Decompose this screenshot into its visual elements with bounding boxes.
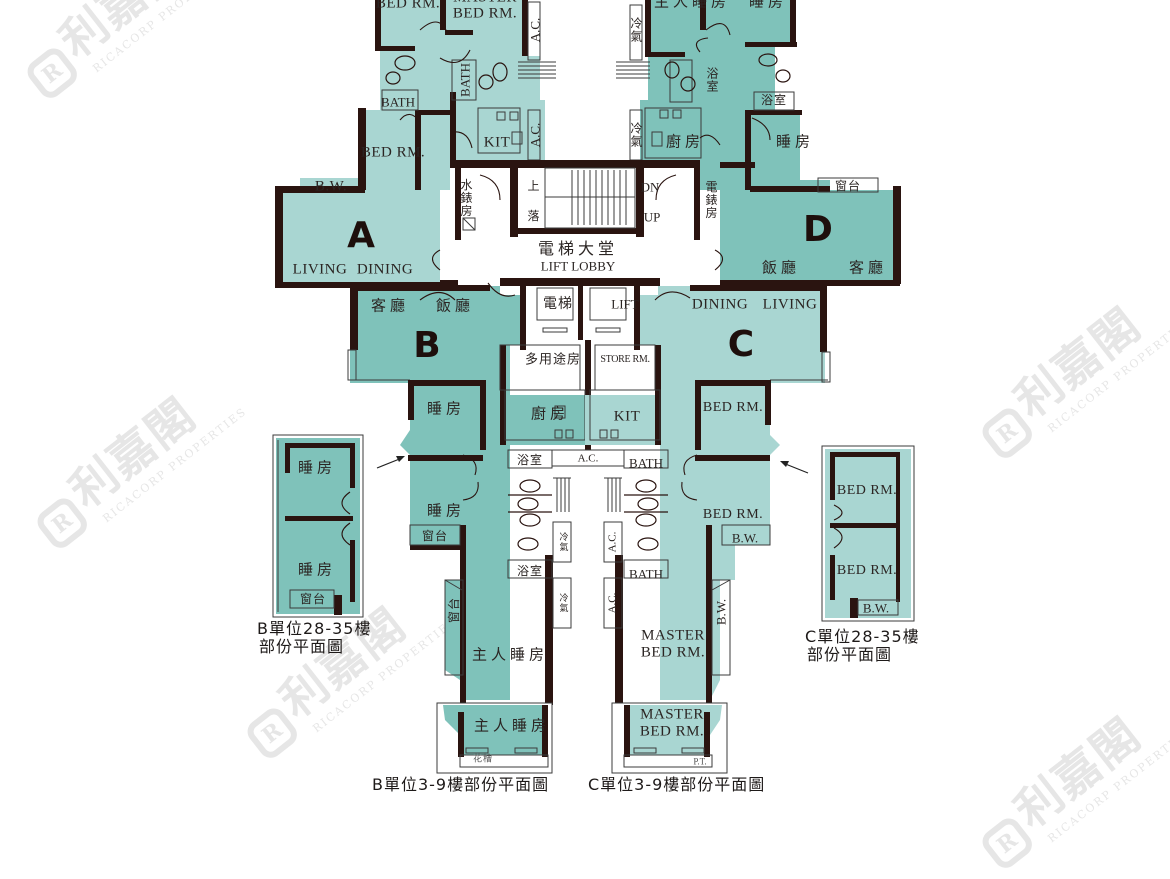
unit-a-dining-label: DINING — [356, 261, 414, 278]
unit-c-side-bw-label: B.W. — [713, 598, 729, 626]
unit-a-master-label: MASTER — [453, 0, 517, 6]
inset-c-upper — [821, 445, 915, 622]
inset-c-bedroom-label: BED RM. — [836, 483, 898, 498]
unit-c-bedroom-label-2: BED RM. — [702, 507, 764, 522]
inset-b-lower-room-label: 主人睡房 — [473, 716, 551, 735]
lift-lobby-label: LIFT LOBBY — [540, 258, 616, 274]
lift-label: LIFT — [611, 296, 639, 312]
unit-c-bath-label-2: BATH — [629, 566, 663, 582]
unit-b-kitchen-label: 廚房 — [530, 404, 570, 423]
unit-b-side-bay-label: 窗台 — [447, 596, 461, 624]
unit-a-living-label: LIVING — [292, 261, 348, 278]
inset-c-lower — [611, 702, 728, 774]
floor-plan-drawing: .la{fill:#a9d6d2;} .dk{fill:#7fc2ba;} .w… — [272, 0, 915, 774]
unit-b-master-bedroom-label: 主人睡房 — [471, 645, 549, 664]
unit-a-bedroom-label: BED RM. — [360, 144, 426, 161]
inset-c-lower-caption: C單位3-9樓部份平面圖 — [588, 775, 766, 794]
inset-c-caption: C單位28-35樓 部份平面圖 — [805, 627, 920, 665]
unit-b-bay-window-label: 窗台 — [421, 529, 449, 543]
inset-b-lower-caption: B單位3-9樓部份平面圖 — [372, 775, 550, 794]
unit-c-master-label-2: BED RM. — [640, 644, 706, 661]
unit-c-bedroom-label: BED RM. — [702, 400, 764, 415]
unit-c-bw-label: B.W. — [731, 530, 759, 546]
unit-b — [347, 282, 607, 705]
unit-a-bw-label: B.W. — [314, 178, 348, 195]
arrow-icon — [376, 456, 809, 474]
unit-d-dining-label: 飯廳 — [761, 258, 801, 277]
unit-c-living-label: LIVING — [762, 296, 818, 313]
stair-down-label-zh: 落 — [527, 209, 541, 223]
unit-b-letter: B — [413, 325, 441, 366]
unit-d-bath-label-2: 浴室 — [760, 93, 788, 107]
unit-c — [551, 285, 831, 705]
unit-b-bath-label-2: 浴室 — [516, 564, 544, 578]
unit-c-dining-label: DINING — [691, 296, 749, 313]
unit-d-master-label: 主人睡房 — [653, 0, 731, 11]
electric-meter-room-label: 電錶房 — [704, 180, 718, 220]
unit-d-ac-label: 冷氣 — [629, 17, 643, 43]
unit-b-bath-label: 浴室 — [516, 453, 544, 467]
inset-b-lower — [436, 702, 553, 774]
unit-d-letter: D — [803, 209, 833, 250]
unit-c-ac-label: A.C. — [606, 531, 619, 553]
unit-d-bay-label: 窗台 — [834, 179, 862, 193]
inset-c-bedroom-label-2: BED RM. — [836, 563, 898, 578]
unit-d-ac-label-2: 冷氣 — [629, 122, 643, 148]
inset-c-lower-planter-label: P.T. — [693, 756, 707, 767]
inset-b-bedroom-label-2: 睡房 — [297, 560, 337, 579]
water-meter-room-label: 水錶房 — [459, 178, 473, 218]
unit-c-kitchen-label: KIT — [613, 408, 641, 425]
inset-b-lower-planter-label: 花槽 — [472, 754, 494, 765]
unit-b-ac-label-2: 冷氣 — [557, 593, 568, 613]
unit-a-bath-label: BATH — [457, 63, 473, 97]
unit-a-kitchen-label: KIT — [483, 134, 511, 151]
unit-a-master-label-2: BED RM. — [452, 5, 518, 22]
unit-d — [616, 0, 901, 286]
unit-c-ac-label-2: A.C. — [606, 592, 619, 614]
unit-b-bedroom-label: 睡房 — [426, 399, 466, 418]
unit-b-bedroom-label-2: 睡房 — [426, 501, 466, 520]
unit-c-bath-label: BATH — [629, 455, 663, 471]
unit-c-letter: C — [727, 324, 755, 365]
unit-a-ac-label: A.C. — [527, 17, 543, 43]
inset-b-bay-label: 窗台 — [299, 592, 327, 606]
inset-b-caption: B單位28-35樓 部份平面圖 — [257, 619, 372, 657]
unit-a — [275, 0, 556, 288]
unit-d-bedroom-top-label: 睡房 — [748, 0, 788, 11]
unit-d-bath-label: 浴室 — [705, 67, 719, 93]
inset-c-lower-room-label-2: BED RM. — [639, 723, 705, 740]
lift-label-zh: 電梯 — [543, 296, 573, 312]
unit-a-bath-label-2: BATH — [381, 94, 415, 110]
unit-c-store-room-label: STORE RM. — [600, 354, 650, 365]
inset-b-bedroom-label: 睡房 — [297, 458, 337, 477]
unit-d-kitchen-label: 廚房 — [665, 132, 705, 151]
unit-b-utility-room-label: 多用途房 — [524, 352, 582, 368]
unit-b-living-label: 客廳 — [370, 296, 410, 315]
stair-up-label-zh: 上 — [527, 179, 541, 193]
unit-d-bedroom-label: 睡房 — [775, 132, 815, 151]
unit-a-bedroom-top-label: BED RM. — [375, 0, 441, 12]
unit-a-ac-label-2: A.C. — [527, 122, 543, 148]
unit-d-living-label: 客廳 — [848, 258, 888, 277]
inset-c-lower-room-label: MASTER — [640, 706, 704, 723]
unit-a-letter: A — [347, 215, 375, 256]
stair-down-label: DN — [640, 179, 660, 195]
core — [431, 160, 724, 450]
inset-b-upper — [272, 434, 364, 618]
unit-c-ac-top-label: A.C. — [577, 452, 599, 465]
lift-lobby-label-zh: 電梯大堂 — [537, 239, 619, 258]
unit-b-ac-label: 冷氣 — [557, 532, 568, 552]
inset-c-bw-label: B.W. — [862, 600, 890, 616]
stair-up-label: UP — [643, 209, 661, 225]
unit-b-dining-label: 飯廳 — [435, 296, 475, 315]
unit-c-master-label: MASTER — [641, 627, 705, 644]
